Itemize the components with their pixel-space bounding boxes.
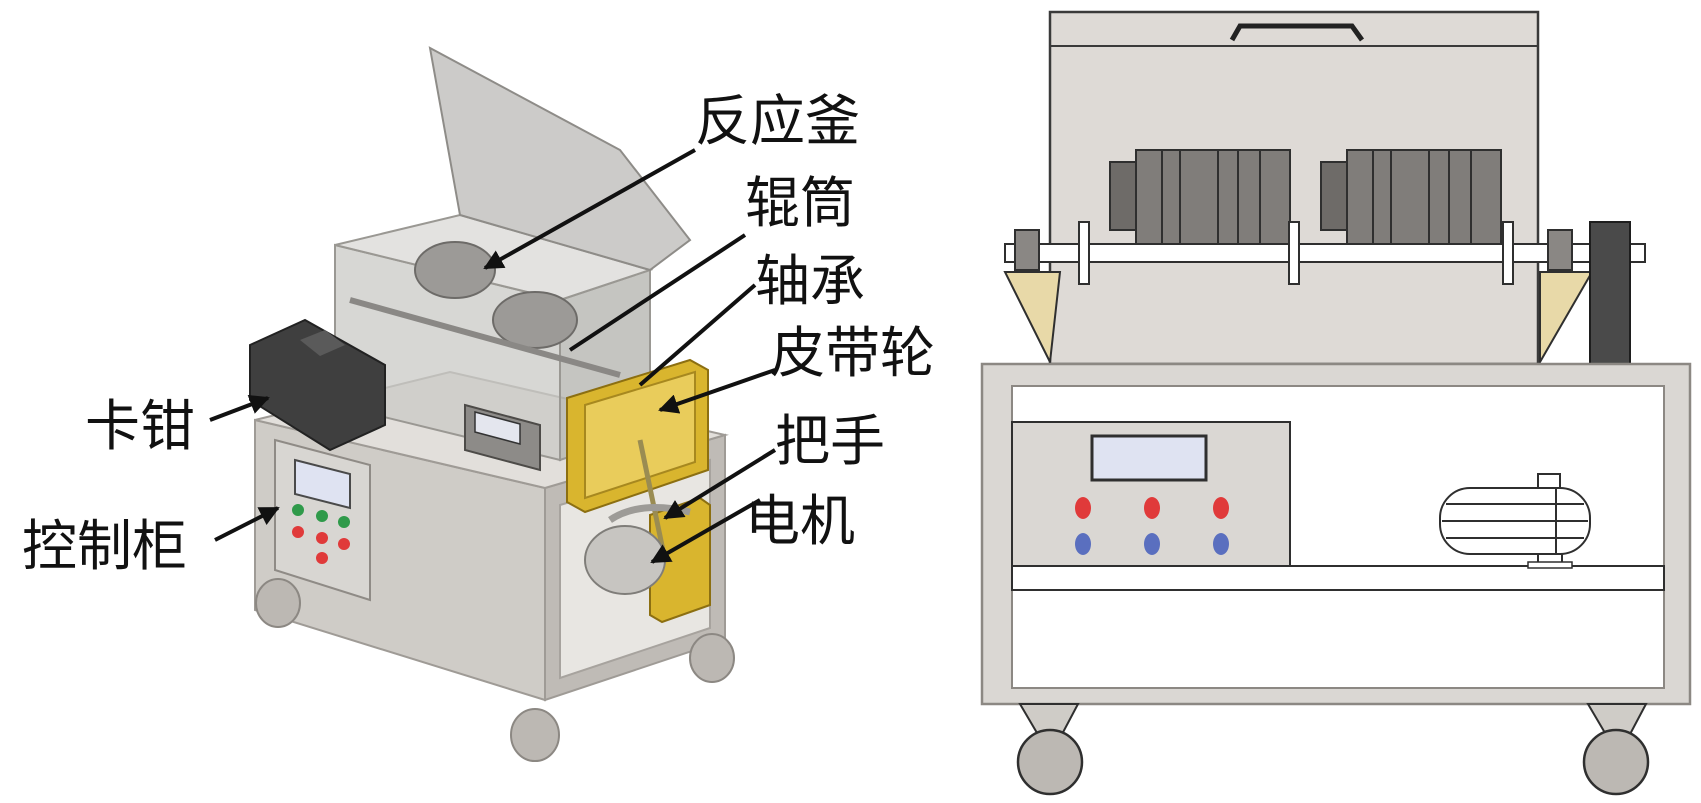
isometric-wheels [255,578,735,762]
wheel [689,633,735,683]
label-control-cabinet: 控制柜 [22,514,187,578]
arrow-motor [650,498,761,564]
support-cone-left [1003,271,1062,366]
label-handle: 把手 [775,409,885,473]
control-button [316,552,328,564]
control-button [338,516,350,528]
wheel-right [1582,728,1650,796]
arrow-reactor [483,148,696,270]
red-button [1144,497,1160,519]
wheel [255,578,301,628]
control-screen [294,458,351,510]
motor-foot [1527,561,1573,569]
label-bearing: 轴承 [755,249,865,313]
roller-shaft [349,297,621,378]
motor-top-box [1537,473,1561,489]
red-button [1213,497,1229,519]
blue-button [1144,533,1160,555]
cart-shelf [1011,565,1665,591]
roller-left [1109,149,1291,245]
support-cone-right [1539,271,1594,366]
control-button [338,538,350,550]
roller-cylinder [414,241,496,299]
bearing-block-right [1547,229,1573,271]
arrow-bearing [638,283,757,387]
control-button [292,526,304,538]
roller-right-body [1346,149,1502,245]
blue-button [1213,533,1229,555]
belt [637,439,668,561]
roller-left-body [1135,149,1291,245]
control-panel-screen [1090,434,1208,482]
shaft-collar [1502,221,1514,285]
roller-right-cap [1320,161,1348,231]
control-button [316,510,328,522]
motor [1439,473,1591,569]
arrow-handle [663,448,777,520]
roller-right [1320,149,1502,245]
arrow-control-cabinet [214,506,280,542]
blue-button [1075,533,1091,555]
wheel [510,708,560,762]
arrow-roller [568,233,747,352]
roller-cylinder [492,291,578,349]
label-roller: 辊筒 [745,171,855,235]
label-motor: 电机 [745,489,855,553]
bearing-block-left [1014,229,1040,271]
label-pulley: 皮带轮 [770,321,935,385]
shaft-collar [1288,221,1300,285]
label-clamp: 卡钳 [85,394,195,458]
lid-handle [1229,23,1365,42]
wheel-left [1016,728,1084,796]
isometric-view [249,46,735,762]
label-reactor: 反应釜 [695,89,860,153]
housing-display-screen [474,411,521,445]
control-button [292,504,304,516]
shaft-collar [1078,221,1090,285]
arrow-clamp [209,395,270,422]
callouts: 反应釜 辊筒 轴承 皮带轮 把手 电机 卡钳 控制柜 [22,89,935,578]
red-button [1075,497,1091,519]
front-view [980,10,1692,796]
control-button [316,532,328,544]
clamp-notch [300,330,345,356]
arrow-pulley [658,368,776,414]
reactor-lid [428,46,692,272]
shaft [1004,243,1646,263]
roller-left-cap [1109,161,1137,231]
